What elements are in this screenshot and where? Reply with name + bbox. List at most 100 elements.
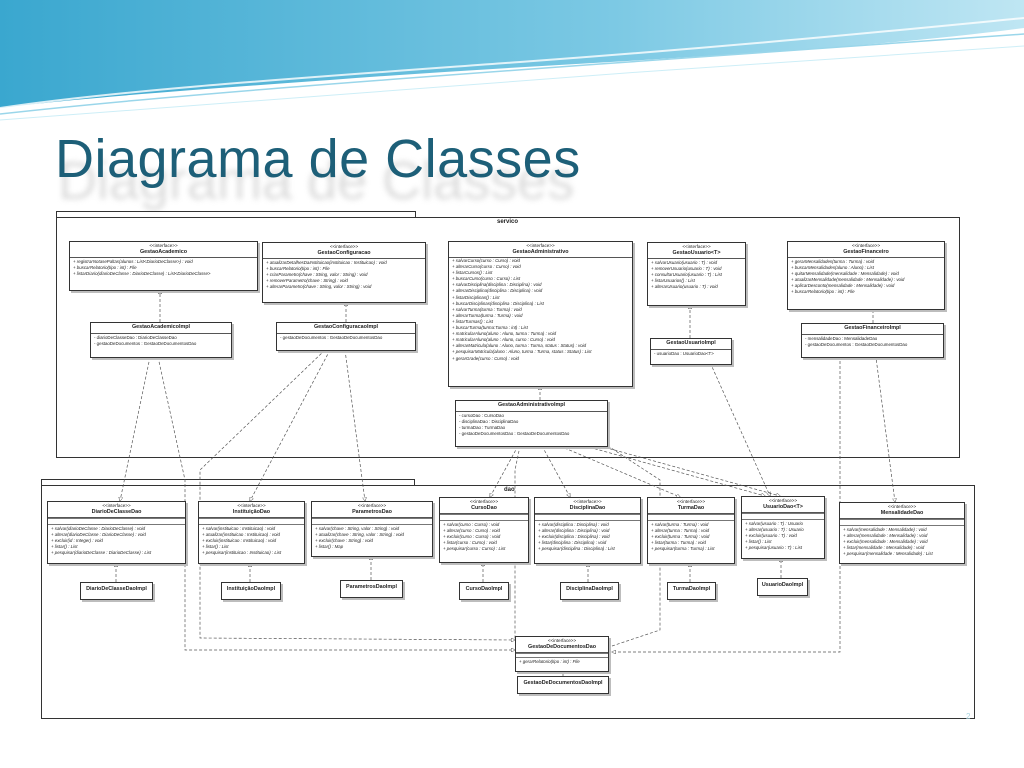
- class-curso-dao: <<interface>> CursoDao + salvar(curso : …: [439, 497, 529, 563]
- class-name: ParametrosDaoImpl: [346, 584, 397, 590]
- page-title: Diagrama de Classes: [55, 129, 581, 189]
- class-diario-de-classe-dao: <<interface>> DiarioDeClasseDao + salvar…: [47, 501, 186, 564]
- class-gestao-usuario-impl: GestaoUsuarioImpl - usuarioDao : Usuario…: [650, 338, 732, 365]
- method-row: + consultarUsuario(usuario : T) : List: [651, 272, 722, 278]
- package-servico-label: servico: [497, 219, 519, 225]
- method-row: + salvar(mensalidade : Mensalidade) : vo…: [843, 527, 927, 532]
- method-row: + listarDiario(diarioDeClasse : DiarioDe…: [73, 271, 211, 277]
- method-row: + listarTurmas() : List: [452, 318, 494, 324]
- method-row: + listarUsuarios() : List: [651, 278, 695, 284]
- method-row: + alterar(mensalidade : Mensalidade) : v…: [843, 533, 928, 539]
- method-row: + alterarCurso(curso : Curso) : void: [452, 264, 521, 270]
- method-row: + pesquisar(disciplina : Disciplina) : L…: [538, 546, 615, 552]
- method-row: + excluir(mensalidade : Mensalidade) : v…: [843, 539, 928, 545]
- class-gestao-financeiro-impl: GestaoFinanceiroImpl - mensalidadeDao : …: [801, 323, 944, 358]
- method-row: + salvarUsuario(usuario : T) : void: [651, 260, 718, 265]
- class-mensalidade-dao: <<interface>> MensalidadeDao + salvar(me…: [839, 502, 965, 564]
- method-row: + listar(curso : Curso) : void: [443, 540, 497, 546]
- method-row: + gerarRelatorio(tipo : int) : File: [519, 659, 580, 664]
- attribute-row: - mensalidadeDao : MensalidadeDao: [805, 335, 878, 341]
- method-row: + salvarTurma(turma : Turma) : void: [452, 306, 522, 312]
- method-row: + alterarParametro(chave : String, valor…: [266, 284, 372, 290]
- class-name: DiarioDeClasseDaoImpl: [86, 586, 147, 592]
- class-name: InstituiçãoDao: [232, 508, 271, 515]
- class-gestao-administrativo: <<interface>> GestaoAdministrativo + sal…: [448, 241, 633, 387]
- class-gestao-usuario: <<interface>> GestaoUsuario<T> + salvarU…: [647, 242, 746, 306]
- class-name: UsuarioDaoImpl: [761, 582, 804, 588]
- method-row: + pesquisar(usuario : T) : List: [745, 545, 802, 551]
- method-row: + buscarCurso(curso : Curso) : List: [452, 276, 521, 282]
- class-instituicao-dao: <<interface>> InstituiçãoDao + salvar(in…: [198, 501, 305, 564]
- method-row: + listar(mensalidade : Mensalidade) : vo…: [843, 545, 925, 551]
- method-row: + listar() : List: [51, 544, 78, 550]
- method-row: + removerParametro(chave : String) : voi…: [266, 278, 348, 284]
- class-disciplina-dao: <<interface>> DisciplinaDao + salvar(dis…: [534, 497, 641, 564]
- class-name: DisciplinaDaoImpl: [566, 586, 613, 592]
- class-usuario-dao: <<interface>> UsuarioDao<T> + salvar(usu…: [741, 496, 825, 559]
- method-row: + excluir(chave : String) : void: [315, 538, 373, 544]
- package-servico-tab: [56, 211, 416, 219]
- class-name: GestaoDeDocumentosDao: [528, 643, 596, 650]
- method-row: + buscarRelatorio(tipo : int) : File: [266, 266, 330, 272]
- method-row: + buscarDisciplinas(disciplina : Discipl…: [452, 300, 544, 306]
- method-row: + registrarNotasePaltas(alunos : List<Di…: [73, 259, 193, 264]
- method-row: + salvar(chave : String, valor : String)…: [315, 526, 400, 531]
- method-row: + excluir(id : Integer) : void: [51, 538, 103, 544]
- method-row: + alterar(disciplina : Disciplina) : voi…: [538, 528, 610, 534]
- method-row: + buscarMensalidades(aluno : Aluno) : Li…: [791, 265, 874, 271]
- class-gestao-administrativo-impl: GestaoAdministrativoImpl - cursoDao : Cu…: [455, 400, 608, 447]
- slide-number: 2: [966, 712, 971, 721]
- class-gestao-de-documentos-dao-impl: GestaoDeDocumentosDaoImpl: [517, 676, 609, 694]
- class-name: TurmaDao: [677, 504, 705, 511]
- class-gestao-academico: <<interface>> GestaoAcademico + registra…: [69, 241, 258, 291]
- class-name: GestaoConfiguracaoImpl: [313, 324, 379, 330]
- class-name: CursoDaoImpl: [465, 586, 503, 592]
- method-row: + salvar(instituicao : Instituicao) : vo…: [202, 526, 276, 531]
- method-row: + alterar(usuario : T) : Usuario: [745, 527, 804, 533]
- class-name: CursoDao: [471, 504, 497, 511]
- method-row: + criarParametro(chave : String, valor :…: [266, 272, 368, 278]
- method-row: + gerarGrade(curso : Curso) : void: [452, 355, 519, 361]
- class-parametros-dao: <<interface>> ParametrosDao + salvar(cha…: [311, 501, 433, 557]
- method-row: + pesquisar(curso : Curso) : List: [443, 546, 506, 552]
- class-usuario-dao-impl: UsuarioDaoImpl: [757, 578, 808, 596]
- class-name: MensalidadeDao: [880, 509, 924, 516]
- class-parametros-dao-impl: ParametrosDaoImpl: [340, 580, 403, 598]
- class-name: DiarioDeClasseDao: [91, 508, 142, 515]
- attribute-row: - gestaoDeDocumentos : GestaoDeDocumento…: [805, 341, 908, 347]
- class-instituicao-dao-impl: InstituiçãoDaoImpl: [221, 582, 281, 600]
- method-row: + alterarTurma(turma : Turma) : void: [452, 312, 523, 318]
- method-row: + listar(disciplina : Disciplina) : void: [538, 540, 607, 546]
- method-row: + salvar(turma : Turma) : void: [651, 522, 709, 527]
- method-row: + atualizarDetalhesDaInstituicao(institu…: [266, 260, 387, 265]
- method-row: + alterar(diarioDeClasse : DiarioDeClass…: [51, 532, 146, 538]
- method-row: + salvarCurso(curso : Curso) : void: [452, 258, 520, 263]
- header-waves: [0, 0, 1024, 121]
- method-row: + listar() : List: [202, 544, 229, 550]
- class-curso-dao-impl: CursoDaoImpl: [459, 582, 509, 600]
- method-row: + excluir(usuario : T) : void: [745, 533, 797, 539]
- class-name: ParametrosDao: [352, 508, 392, 515]
- class-name: GestaoUsuarioImpl: [666, 340, 716, 346]
- method-row: + pesquisar(turma : Turma) : List: [651, 546, 715, 552]
- method-row: + alterarDisciplina(disciplina : Discipl…: [452, 288, 543, 294]
- class-name: GestaoAdministrativo: [512, 248, 569, 255]
- method-row: + alterar(curso : Curso) : void: [443, 528, 500, 534]
- method-row: + pesquisar(diarioDeClasse : DiarioDeCla…: [51, 550, 152, 556]
- class-name: GestaoAcademicoImpl: [131, 324, 191, 330]
- method-row: + salvar(disciplina : Disciplina) : void: [538, 522, 609, 527]
- method-row: + listar() : Map: [315, 544, 344, 550]
- method-row: + atualizar(chave : String, valor : Stri…: [315, 532, 404, 538]
- method-row: + excluir(instituicao : Instituicao) : v…: [202, 538, 277, 544]
- class-name: InstituiçãoDaoImpl: [226, 586, 276, 592]
- method-row: + salvar(diarioDeClasse : DiarioDeClasse…: [51, 526, 146, 531]
- class-diario-de-classe-dao-impl: DiarioDeClasseDaoImpl: [80, 582, 153, 600]
- class-name: GestaoAcademico: [139, 248, 188, 255]
- method-row: + buscarRelatorio(tipo : int) : File: [791, 289, 855, 295]
- class-turma-dao-impl: TurmaDaoImpl: [667, 582, 716, 600]
- attribute-row: - disciplinaDao : DisciplinaDao: [459, 418, 519, 424]
- method-row: + listarDisciplinas() : List: [452, 294, 500, 300]
- method-row: + excluir(disciplina : Disciplina) : voi…: [538, 534, 610, 540]
- class-name: GestaoFinanceiroImpl: [844, 325, 901, 331]
- method-row: + salvar(usuario : T) : Usuario: [745, 521, 803, 526]
